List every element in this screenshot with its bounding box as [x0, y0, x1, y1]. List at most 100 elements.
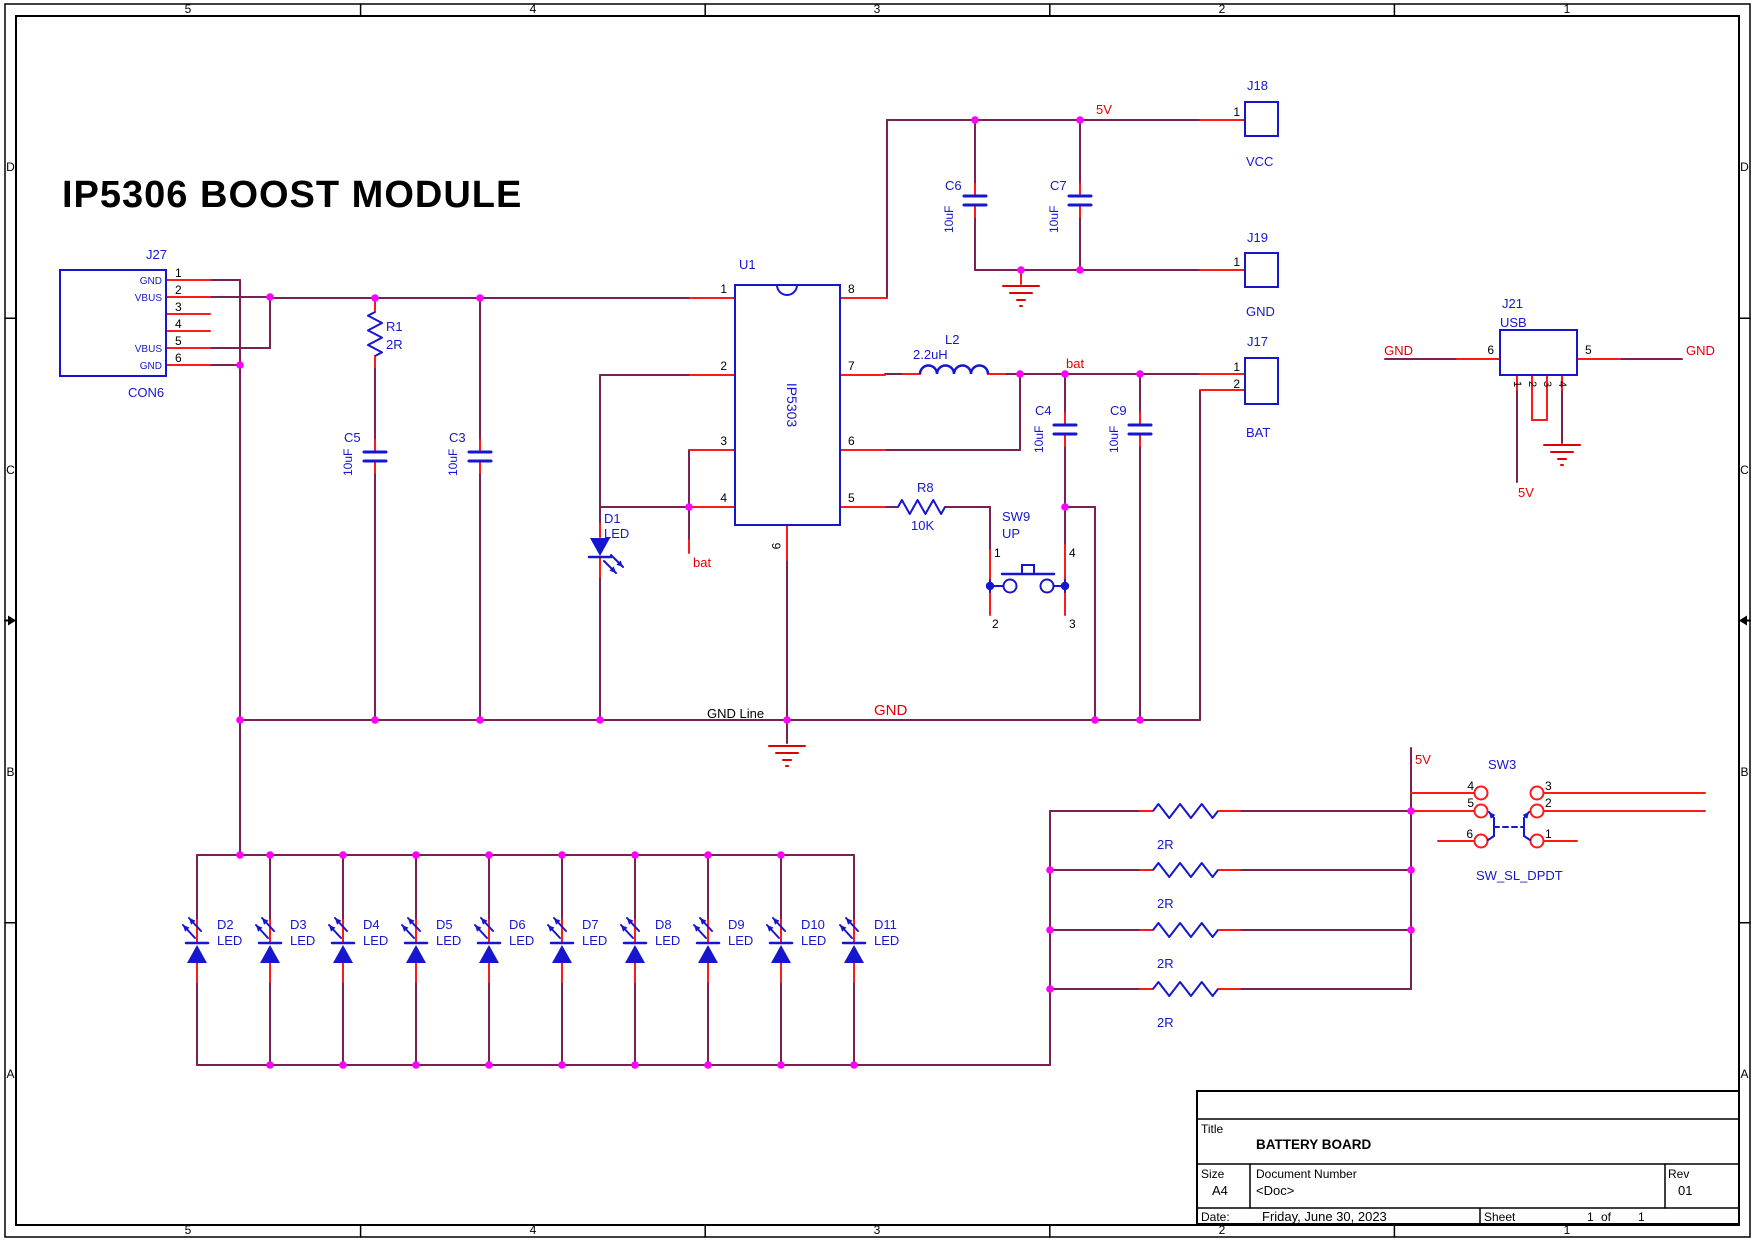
tb-rev: 01 — [1678, 1183, 1692, 1198]
j17-ref: J17 — [1247, 334, 1268, 349]
sw3-ref: SW3 — [1488, 757, 1516, 772]
sw9-value: UP — [1002, 526, 1020, 541]
frame-row-right-3: A — [1740, 1067, 1748, 1081]
j21-pin-bottom-4: 4 — [1556, 381, 1568, 387]
net-gnd-line: GND Line — [707, 706, 764, 721]
c7-ref: C7 — [1050, 178, 1067, 193]
frame-col-bottom-4: 1 — [1564, 1223, 1571, 1237]
u1-pin-left-0: 1 — [720, 282, 727, 296]
led-ref-11: D11 — [874, 917, 897, 932]
tb-doc-label: Document Number — [1256, 1167, 1357, 1181]
led-value-7: LED — [582, 933, 607, 948]
page-title: IP5306 BOOST MODULE — [62, 174, 522, 216]
rarray-value-4: 2R — [1157, 1015, 1174, 1030]
frame-col-top-4: 1 — [1564, 2, 1571, 16]
led-value-3: LED — [290, 933, 315, 948]
net-bat-rail: bat — [1066, 356, 1084, 371]
c6-value: 10uF — [942, 206, 956, 233]
rarray-value-2: 2R — [1157, 896, 1174, 911]
component-symbols — [59, 101, 1581, 997]
led-ref-3: D3 — [290, 917, 307, 932]
tb-sheet-label: Sheet — [1484, 1210, 1516, 1224]
title-block — [1196, 1090, 1740, 1225]
c9-value: 10uF — [1107, 426, 1121, 453]
u1-pin-right-1: 7 — [848, 359, 855, 373]
frame-col-bottom-3: 2 — [1219, 1223, 1226, 1237]
wires — [196, 119, 1683, 1066]
led-ref-8: D8 — [655, 917, 672, 932]
r8-value: 10K — [911, 518, 934, 533]
tb-size-label: Size — [1201, 1167, 1225, 1181]
tb-title-label: Title — [1201, 1122, 1224, 1136]
c7-value: 10uF — [1047, 206, 1061, 233]
led-ref-5: D5 — [436, 917, 453, 932]
d1-value: LED — [604, 526, 629, 541]
l2-ref: L2 — [945, 332, 959, 347]
frame-row-left-3: A — [6, 1067, 14, 1081]
sw9-pin-4: 4 — [1069, 546, 1076, 560]
j18-ref: J18 — [1247, 78, 1268, 93]
net-5v-sw3: 5V — [1415, 752, 1431, 767]
j27-pin-name-6: GND — [140, 361, 162, 372]
net-bat-u1: bat — [693, 555, 711, 570]
sw3-pin-4: 4 — [1467, 779, 1474, 793]
j19-ref: J19 — [1247, 230, 1268, 245]
u1-ref: U1 — [739, 257, 756, 272]
u1-pin-9: 9 — [769, 543, 783, 550]
net-5v-rail: 5V — [1096, 102, 1112, 117]
rarray-value-1: 2R — [1157, 837, 1174, 852]
j21-value: USB — [1500, 315, 1527, 330]
led-ref-10: D10 — [801, 917, 825, 932]
l2-value: 2.2uH — [913, 347, 948, 362]
r1-ref: R1 — [386, 319, 403, 334]
sw3-pin-1: 1 — [1545, 827, 1552, 841]
led-value-11: LED — [874, 933, 899, 948]
j27-pin-num-2: 2 — [175, 283, 182, 297]
net-5v-j21: 5V — [1518, 485, 1534, 500]
led-ref-4: D4 — [363, 917, 380, 932]
j17-pin-2: 2 — [1233, 377, 1240, 391]
led-value-5: LED — [436, 933, 461, 948]
sw3-pin-6: 6 — [1466, 827, 1473, 841]
j27-pin-num-4: 4 — [175, 317, 182, 331]
tb-date: Friday, June 30, 2023 — [1262, 1209, 1387, 1224]
c6-ref: C6 — [945, 178, 962, 193]
led-value-6: LED — [509, 933, 534, 948]
sw9-pin-3: 3 — [1069, 617, 1076, 631]
d1-ref: D1 — [604, 511, 621, 526]
frame-col-top-3: 2 — [1219, 2, 1226, 16]
tb-size: A4 — [1212, 1183, 1228, 1198]
frame-col-top-2: 3 — [874, 2, 881, 16]
led-ref-9: D9 — [728, 917, 745, 932]
pin-stubs — [165, 119, 1706, 990]
sw3-value: SW_SL_DPDT — [1476, 868, 1563, 883]
tb-rev-label: Rev — [1668, 1167, 1689, 1181]
j18-value: VCC — [1246, 154, 1273, 169]
j17-pin-1: 1 — [1233, 360, 1240, 374]
c4-ref: C4 — [1035, 403, 1052, 418]
u1-pin-right-2: 6 — [848, 434, 855, 448]
r8-ref: R8 — [917, 480, 934, 495]
tb-total: 1 — [1638, 1210, 1645, 1224]
j21-pin-bottom-2: 2 — [1526, 381, 1538, 387]
j19-value: GND — [1246, 304, 1275, 319]
j21-pin-6: 6 — [1487, 343, 1494, 357]
frame-col-top-0: 5 — [185, 2, 192, 16]
c3-value: 10uF — [446, 449, 460, 476]
sw9-ref: SW9 — [1002, 509, 1030, 524]
led-value-8: LED — [655, 933, 680, 948]
led-value-4: LED — [363, 933, 388, 948]
frame-row-left-0: D — [6, 160, 15, 174]
j27-ref: J27 — [146, 247, 167, 262]
j18-pin-1: 1 — [1233, 105, 1240, 119]
j27-pin-num-5: 5 — [175, 334, 182, 348]
frame-row-right-1: C — [1740, 463, 1749, 477]
c4-value: 10uF — [1032, 426, 1046, 453]
j21-pin-bottom-3: 3 — [1541, 381, 1553, 387]
u1-pin-left-3: 4 — [720, 491, 727, 505]
sw9-pin-1: 1 — [994, 546, 1001, 560]
led-value-9: LED — [728, 933, 753, 948]
